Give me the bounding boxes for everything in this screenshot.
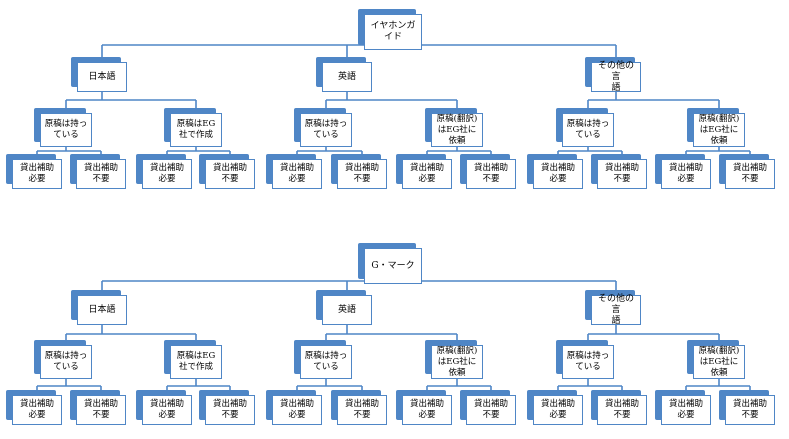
leaf-node: 貸出補助 不要 [719, 390, 775, 425]
leaf-node: 貸出補助 必要 [266, 390, 322, 425]
leaf-node: 貸出補助 不要 [199, 390, 255, 425]
node-label: 貸出補助 不要 [725, 395, 775, 425]
language-node: 日本語 [71, 290, 127, 325]
node-label: 貸出補助 不要 [597, 159, 647, 189]
leaf-node: 貸出補助 不要 [70, 390, 126, 425]
node-label: 貸出補助 必要 [12, 395, 62, 425]
leaf-node: 貸出補助 必要 [136, 390, 192, 425]
root-node: G・マーク [358, 243, 422, 284]
leaf-node: 貸出補助 必要 [655, 390, 711, 425]
node-label: イヤホンガ イド [364, 14, 422, 50]
node-label: 貸出補助 不要 [466, 159, 516, 189]
node-label: 貸出補助 必要 [142, 395, 192, 425]
leaf-node: 貸出補助 必要 [655, 154, 711, 189]
node-label: その他の言 語 [591, 61, 641, 93]
leaf-node: 貸出補助 必要 [527, 154, 583, 189]
node-label: 日本語 [77, 62, 127, 92]
node-label: 原稿(翻訳) はEG社に 依頼 [431, 345, 483, 379]
source-node: 原稿(翻訳) はEG社に 依頼 [425, 340, 483, 379]
node-label: 貸出補助 不要 [725, 159, 775, 189]
source-node: 原稿は持っ ている [34, 108, 92, 147]
leaf-node: 貸出補助 必要 [266, 154, 322, 189]
leaf-node: 貸出補助 必要 [396, 390, 452, 425]
source-node: 原稿は持っ ている [34, 340, 92, 379]
language-node: その他の言 語 [585, 57, 641, 93]
node-label: 英語 [322, 62, 372, 92]
node-label: 貸出補助 必要 [12, 159, 62, 189]
node-label: 貸出補助 必要 [272, 395, 322, 425]
node-label: 貸出補助 必要 [661, 395, 711, 425]
language-node: 日本語 [71, 57, 127, 92]
node-label: 日本語 [77, 295, 127, 325]
node-label: 原稿はEG 社で作成 [170, 113, 222, 147]
leaf-node: 貸出補助 必要 [396, 154, 452, 189]
source-node: 原稿(翻訳) はEG社に 依頼 [687, 108, 745, 147]
node-label: 貸出補助 不要 [337, 395, 387, 425]
node-label: 貸出補助 不要 [76, 395, 126, 425]
node-label: 貸出補助 不要 [205, 159, 255, 189]
node-label: 原稿(翻訳) はEG社に 依頼 [431, 113, 483, 147]
leaf-node: 貸出補助 不要 [460, 390, 516, 425]
node-label: 貸出補助 不要 [76, 159, 126, 189]
node-label: 貸出補助 不要 [205, 395, 255, 425]
node-label: 貸出補助 必要 [402, 395, 452, 425]
leaf-node: 貸出補助 不要 [331, 390, 387, 425]
root-node: イヤホンガ イド [358, 9, 422, 50]
node-label: 原稿は持っ ている [562, 113, 614, 147]
node-label: 貸出補助 不要 [466, 395, 516, 425]
node-label: G・マーク [364, 248, 422, 284]
leaf-node: 貸出補助 不要 [719, 154, 775, 189]
node-label: 貸出補助 必要 [142, 159, 192, 189]
leaf-node: 貸出補助 不要 [591, 154, 647, 189]
leaf-node: 貸出補助 不要 [591, 390, 647, 425]
leaf-node: 貸出補助 不要 [331, 154, 387, 189]
node-label: 英語 [322, 295, 372, 325]
node-label: 原稿は持っ ている [40, 113, 92, 147]
node-label: 原稿は持っ ている [300, 113, 352, 147]
node-label: 貸出補助 不要 [597, 395, 647, 425]
node-label: 貸出補助 必要 [661, 159, 711, 189]
source-node: 原稿はEG 社で作成 [164, 340, 222, 379]
source-node: 原稿は持っ ている [294, 108, 352, 147]
node-label: 原稿(翻訳) はEG社に 依頼 [693, 113, 745, 147]
source-node: 原稿は持っ ている [294, 340, 352, 379]
node-label: 貸出補助 不要 [337, 159, 387, 189]
leaf-node: 貸出補助 不要 [199, 154, 255, 189]
source-node: 原稿は持っ ている [556, 340, 614, 379]
node-label: 貸出補助 必要 [272, 159, 322, 189]
leaf-node: 貸出補助 必要 [6, 154, 62, 189]
node-label: 貸出補助 必要 [533, 159, 583, 189]
leaf-node: 貸出補助 不要 [460, 154, 516, 189]
node-label: 原稿はEG 社で作成 [170, 345, 222, 379]
source-node: 原稿は持っ ている [556, 108, 614, 147]
leaf-node: 貸出補助 必要 [136, 154, 192, 189]
source-node: 原稿(翻訳) はEG社に 依頼 [687, 340, 745, 379]
language-node: その他の言 語 [585, 290, 641, 326]
node-label: 原稿は持っ ている [300, 345, 352, 379]
node-label: 原稿は持っ ている [562, 345, 614, 379]
source-node: 原稿はEG 社で作成 [164, 108, 222, 147]
node-label: その他の言 語 [591, 294, 641, 326]
source-node: 原稿(翻訳) はEG社に 依頼 [425, 108, 483, 147]
node-label: 原稿は持っ ている [40, 345, 92, 379]
language-node: 英語 [316, 57, 372, 92]
node-label: 貸出補助 必要 [533, 395, 583, 425]
language-node: 英語 [316, 290, 372, 325]
leaf-node: 貸出補助 必要 [527, 390, 583, 425]
leaf-node: 貸出補助 必要 [6, 390, 62, 425]
leaf-node: 貸出補助 不要 [70, 154, 126, 189]
node-label: 原稿(翻訳) はEG社に 依頼 [693, 345, 745, 379]
node-label: 貸出補助 必要 [402, 159, 452, 189]
